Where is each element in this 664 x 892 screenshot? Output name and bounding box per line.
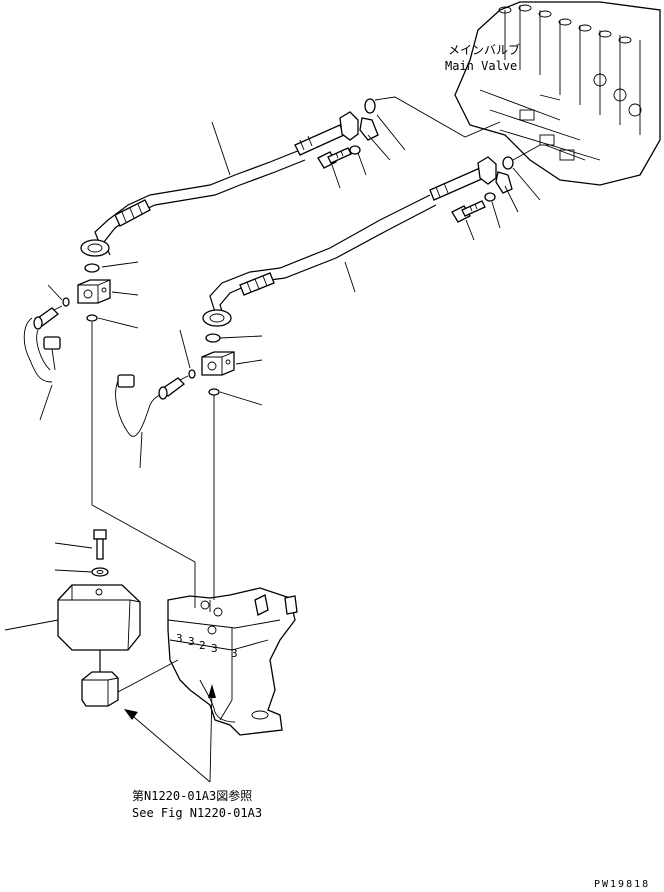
svg-text:3: 3 (176, 632, 183, 645)
bolt-left (93, 529, 107, 560)
main-valve (454, 1, 661, 186)
washer-upper (349, 145, 361, 155)
block-upper (77, 279, 111, 304)
pressure-switch-middle (115, 374, 189, 437)
o-ring-block-lower-bottom (208, 388, 220, 396)
drawing-code: PW19818 (594, 879, 650, 890)
connection-line-upper (91, 322, 196, 598)
flange-bolt-upper (317, 147, 352, 169)
o-ring-block-lower-top (205, 333, 221, 343)
see-fig-label-en: See Fig N1220-01A3 (132, 806, 262, 820)
flange-half-lower (495, 171, 513, 194)
washer-left (91, 567, 109, 577)
bracket-cover (57, 584, 141, 651)
hose-lower (202, 156, 497, 327)
o-ring-lower-valve (502, 156, 514, 170)
washer-lower (484, 192, 496, 202)
small-o-ring-left (62, 297, 70, 307)
o-ring-block-upper-bottom (86, 314, 98, 322)
main-valve-label-jp: メインバルブ (448, 42, 520, 57)
flange-half-upper (359, 117, 379, 141)
svg-text:3: 3 (188, 635, 195, 648)
pressure-switch-left (23, 305, 63, 383)
hose-upper (80, 111, 359, 257)
svg-text:3: 3 (211, 642, 218, 655)
svg-text:2: 2 (199, 639, 206, 652)
reference-arrows (124, 684, 216, 783)
svg-text:3: 3 (231, 647, 238, 660)
leader-lines (4, 114, 541, 631)
o-ring-block-upper-top (84, 263, 100, 273)
flange-bolt-lower (451, 200, 486, 223)
see-fig-label-jp: 第N1220-01A3図参照 (132, 788, 252, 803)
main-valve-label-en: Main Valve (445, 59, 517, 73)
small-o-ring-middle (188, 369, 196, 379)
block-lower (201, 351, 235, 376)
pilot-valve: 3 3 2 3 3 (167, 587, 298, 736)
o-ring-upper-valve (364, 98, 376, 114)
bracket (81, 650, 119, 707)
